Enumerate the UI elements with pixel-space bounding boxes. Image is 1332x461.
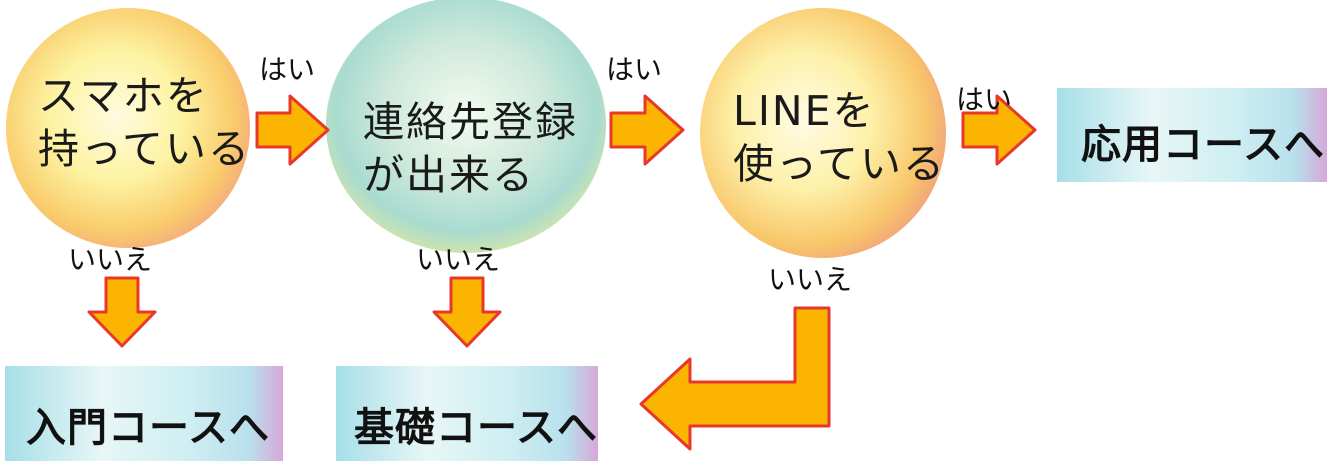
edge-no-1: いいえ (68, 243, 153, 276)
edge-no-2: いいえ (416, 243, 501, 276)
node-contacts-text: 連絡先登録 が出来る (363, 96, 578, 202)
edge-yes-2: はい (606, 53, 663, 86)
node-contacts-line2: が出来る (363, 151, 535, 199)
circle-contacts (326, 0, 606, 253)
arrow-down-1 (87, 276, 157, 348)
node-smartphone-line2: 持っている (38, 125, 251, 173)
edge-no-3: いいえ (768, 263, 853, 296)
node-smartphone-line1: スマホを (38, 72, 209, 120)
arrow-right-3 (961, 94, 1037, 166)
node-line-text: LINEを 使っている (733, 85, 946, 191)
banner-intro (5, 366, 283, 461)
banner-basic (336, 366, 598, 461)
node-smartphone-text: スマホを 持っている (38, 70, 251, 176)
circle-line-app (700, 8, 946, 258)
arrow-down-2 (432, 276, 502, 348)
circle-smartphone (6, 8, 250, 248)
edge-yes-1: はい (259, 53, 316, 86)
arrow-elbow (639, 306, 831, 451)
node-line-line2: 使っている (733, 140, 946, 188)
result-basic: 基礎コースへ (354, 405, 598, 451)
banner-advanced (1057, 88, 1327, 182)
result-advanced: 応用コースへ (1081, 122, 1325, 168)
edge-yes-3: はい (956, 83, 1013, 116)
node-line-line1: LINEを (733, 87, 876, 135)
result-intro: 入門コースへ (26, 405, 270, 451)
arrow-right-1 (255, 94, 330, 166)
arrow-right-2 (609, 94, 685, 166)
node-contacts-line1: 連絡先登録 (363, 98, 578, 146)
